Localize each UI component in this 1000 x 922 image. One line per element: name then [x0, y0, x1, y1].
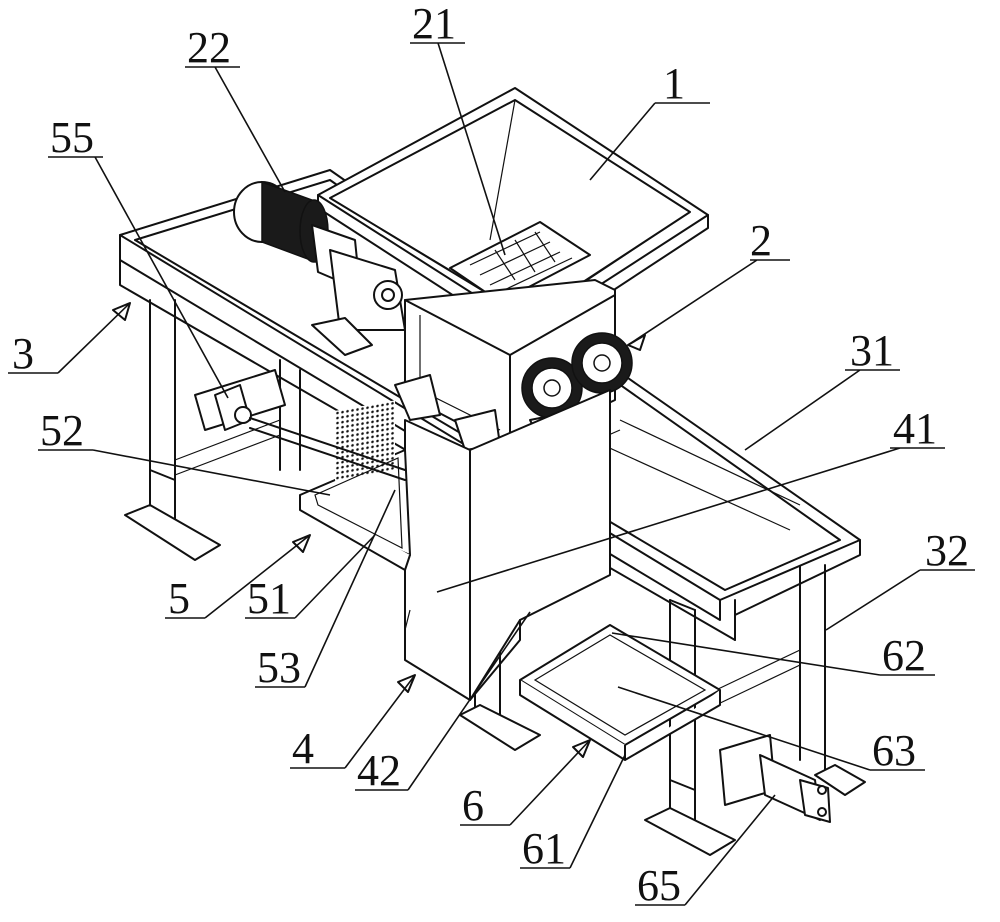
cylinder-lower — [719, 734, 831, 823]
callout-41: 41 — [893, 404, 937, 453]
callout-1: 1 — [663, 59, 685, 108]
callout-63: 63 — [872, 726, 916, 775]
callout-22: 22 — [187, 23, 231, 72]
feed-hopper — [317, 87, 709, 346]
discharge-chute — [404, 389, 611, 701]
callout-4: 4 — [292, 724, 314, 773]
callout-6: 6 — [462, 781, 484, 830]
callout-labels: 1 2 3 4 5 6 21 22 31 32 41 42 51 52 53 5… — [12, 0, 969, 910]
callout-2: 2 — [750, 216, 772, 265]
callout-61: 61 — [522, 824, 566, 873]
callout-21: 21 — [412, 0, 456, 48]
callout-3: 3 — [12, 329, 34, 378]
screen-tray-upper — [299, 400, 411, 571]
callout-42: 42 — [357, 746, 401, 795]
drive-motor — [233, 180, 406, 356]
callout-32: 32 — [925, 526, 969, 575]
crusher-housing — [394, 279, 633, 451]
leader-lines — [8, 42, 975, 906]
screen-tray-lower — [519, 624, 721, 761]
callout-5: 5 — [168, 574, 190, 623]
callout-62: 62 — [882, 631, 926, 680]
callout-65: 65 — [637, 861, 681, 910]
drive-gears — [521, 332, 633, 419]
callout-52: 52 — [40, 406, 84, 455]
callout-31: 31 — [850, 326, 894, 375]
callout-55: 55 — [50, 113, 94, 162]
cylinder-upper — [194, 369, 406, 481]
callout-51: 51 — [247, 574, 291, 623]
callout-53: 53 — [257, 643, 301, 692]
